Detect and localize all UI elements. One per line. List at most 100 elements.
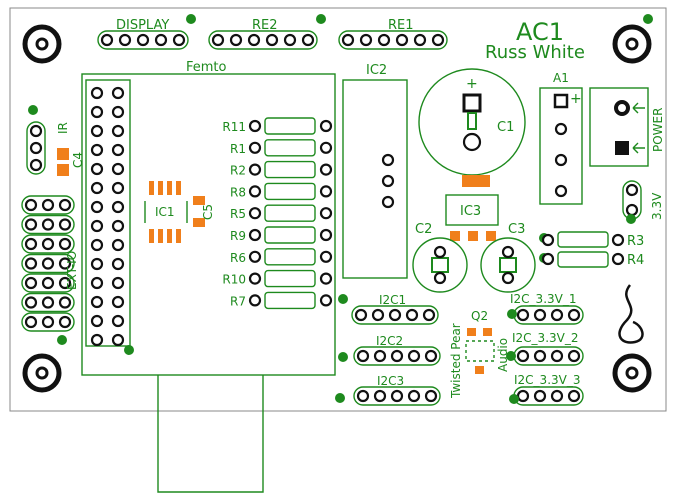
resistor-pad bbox=[248, 272, 262, 285]
header-outline bbox=[97, 30, 189, 50]
header-pin bbox=[373, 389, 387, 403]
ic3-tab bbox=[462, 175, 490, 187]
header-outline bbox=[21, 253, 75, 274]
header-pin bbox=[359, 33, 373, 47]
resistor-pad bbox=[248, 207, 262, 220]
femto-pin bbox=[111, 314, 125, 328]
re2-label: RE2 bbox=[252, 18, 278, 33]
femto-pin bbox=[90, 295, 104, 309]
i2c1-header bbox=[351, 305, 439, 325]
resistor bbox=[248, 117, 333, 135]
header-pin bbox=[354, 308, 368, 322]
resistor-pad bbox=[248, 250, 262, 263]
header-pin bbox=[567, 349, 581, 363]
arrow-left-icon bbox=[632, 102, 645, 114]
femto-pin bbox=[111, 124, 125, 138]
header-pin bbox=[41, 198, 55, 212]
c5-pad bbox=[193, 196, 205, 205]
q2-outline bbox=[465, 340, 495, 362]
a1-pin bbox=[554, 122, 568, 136]
c4-label: C4 bbox=[71, 152, 85, 168]
resistor-body bbox=[264, 248, 316, 266]
c1-body-mark bbox=[467, 112, 477, 130]
header-pin bbox=[516, 389, 530, 403]
resistor bbox=[248, 226, 333, 244]
resistor-pad bbox=[319, 163, 333, 176]
resistor-pad bbox=[319, 141, 333, 154]
header-pin bbox=[41, 276, 55, 290]
mounting-hole bbox=[612, 353, 652, 393]
femto-pin bbox=[90, 238, 104, 252]
header-pin bbox=[625, 183, 639, 197]
resistor-body bbox=[264, 291, 316, 310]
femto-pin bbox=[90, 143, 104, 157]
header-outline bbox=[353, 386, 441, 406]
femto-pin bbox=[90, 86, 104, 100]
header-pin bbox=[567, 389, 581, 403]
header-pin bbox=[422, 308, 436, 322]
header-pin bbox=[405, 308, 419, 322]
header-pin bbox=[58, 198, 72, 212]
header-pin bbox=[395, 33, 409, 47]
c1-pad-round bbox=[462, 132, 482, 152]
a1-plus-label: + bbox=[570, 91, 582, 107]
header-pin bbox=[41, 315, 55, 329]
audio-label: Audio bbox=[496, 338, 510, 372]
header-outline bbox=[21, 292, 75, 313]
resistor-body bbox=[264, 182, 316, 201]
header-pin bbox=[301, 33, 315, 47]
header-outline bbox=[338, 30, 448, 50]
r3-label: R3 bbox=[627, 234, 644, 249]
r4-resistor bbox=[541, 251, 625, 268]
c1-label: C1 bbox=[497, 120, 514, 135]
resistor-label: R6 bbox=[230, 251, 246, 265]
ic2-label: IC2 bbox=[366, 63, 387, 78]
header-pin bbox=[154, 33, 168, 47]
header-pin bbox=[24, 237, 38, 251]
femto-pin bbox=[111, 333, 125, 347]
r4-label: R4 bbox=[627, 253, 644, 268]
header-pin bbox=[567, 308, 581, 322]
header-outline bbox=[351, 305, 439, 325]
femto-header-outline bbox=[85, 79, 131, 347]
resistor-pad bbox=[248, 228, 262, 242]
c4-pad bbox=[57, 164, 69, 176]
header-pin bbox=[41, 218, 55, 231]
power-pin-square bbox=[615, 141, 629, 155]
header-pin bbox=[24, 315, 38, 329]
ic3-pad bbox=[486, 231, 496, 241]
display-header bbox=[97, 30, 189, 50]
femto-pin-header bbox=[85, 79, 131, 347]
resistor-body bbox=[264, 204, 316, 222]
header-pin bbox=[413, 33, 427, 47]
femto-pin bbox=[111, 238, 125, 252]
resistor-body bbox=[264, 160, 316, 179]
resistor-pad bbox=[319, 185, 333, 198]
resistor-pad bbox=[319, 207, 333, 220]
resistor-body bbox=[264, 139, 316, 157]
header-outline bbox=[21, 214, 75, 235]
resistor-pad bbox=[319, 228, 333, 242]
ir-label: IR bbox=[56, 122, 70, 134]
resistor bbox=[248, 248, 333, 266]
mounting-hole bbox=[22, 353, 62, 393]
header-pin bbox=[29, 158, 43, 172]
header-pin bbox=[550, 349, 564, 363]
femto-pin bbox=[90, 314, 104, 328]
header-pin bbox=[283, 33, 297, 47]
i2c33-2-label: I2C_3.3V_2 bbox=[512, 331, 578, 345]
header-outline bbox=[353, 346, 441, 366]
header-pin bbox=[388, 308, 402, 322]
header-pin bbox=[424, 389, 438, 403]
header-pin bbox=[24, 296, 38, 309]
ext-io-label: EXT-IO bbox=[65, 251, 79, 290]
ic2-pin bbox=[381, 153, 395, 167]
resistor bbox=[248, 269, 333, 288]
femto-pin bbox=[90, 181, 104, 195]
c5-label: C5 bbox=[201, 204, 215, 220]
header-outline bbox=[21, 312, 75, 332]
resistor-label: R9 bbox=[230, 229, 246, 243]
